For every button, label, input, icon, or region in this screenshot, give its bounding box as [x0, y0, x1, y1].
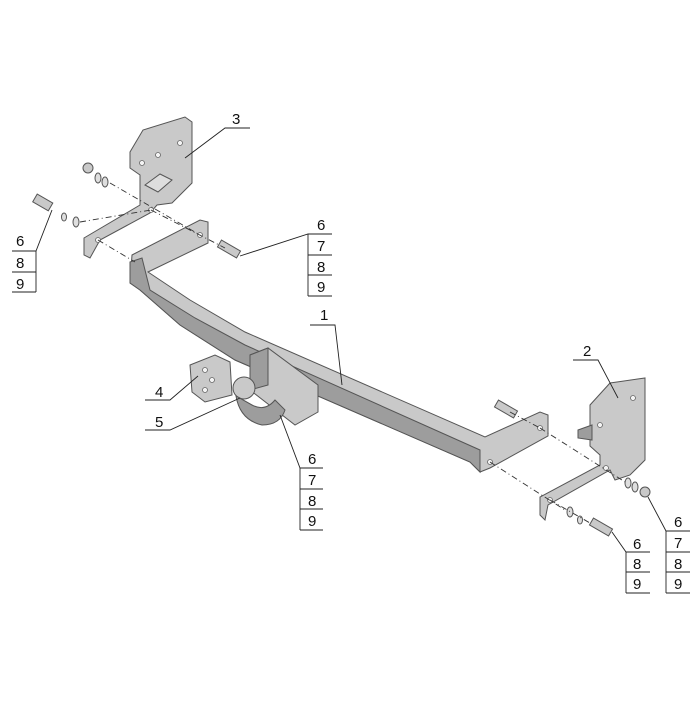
stack-label: 9 [633, 576, 641, 593]
stack-label: 9 [317, 279, 325, 296]
stack-label: 9 [16, 276, 24, 293]
stack-label: 9 [308, 513, 316, 530]
fasteners [32, 162, 651, 537]
callout-stack-ball-mount-bolt: 6 7 8 9 [279, 414, 323, 531]
callout-label: 3 [232, 111, 240, 128]
stack-label: 6 [633, 536, 641, 553]
stack-label: 7 [674, 535, 682, 552]
bracket-left-part-3 [83, 116, 193, 259]
stack-label: 7 [308, 472, 316, 489]
assembly-center-lines [79, 182, 626, 524]
callout-label: 4 [155, 384, 163, 401]
stack-label: 8 [633, 556, 641, 573]
callout-part-4: 4 [145, 375, 199, 401]
stack-label: 8 [308, 493, 316, 510]
callout-part-1: 1 [310, 307, 343, 386]
stack-label: 8 [674, 556, 682, 573]
callout-stack-top-center-bolt: 6 7 8 9 [239, 217, 332, 297]
callout-part-2: 2 [573, 343, 619, 399]
stack-label: 8 [317, 259, 325, 276]
crossbar-part-1 [129, 219, 549, 474]
callout-part-3: 3 [184, 111, 250, 159]
tow-ball-part-5 [232, 376, 286, 426]
stack-label: 6 [308, 451, 316, 468]
callout-label: 1 [320, 307, 328, 324]
ball-mount-part-4 [189, 347, 319, 426]
stack-label: 8 [16, 255, 24, 272]
callout-part-5: 5 [145, 397, 241, 431]
stack-label: 7 [317, 238, 325, 255]
callout-label: 2 [583, 343, 591, 360]
callout-stack-right-nut: 6 7 8 9 [647, 496, 690, 594]
callout-label: 5 [155, 414, 163, 431]
callout-stack-right-bolt: 6 8 9 [611, 531, 650, 594]
stack-label: 6 [16, 233, 24, 250]
stack-label: 6 [674, 514, 682, 531]
callout-stack-left-bolt: 6 8 9 [12, 209, 53, 293]
bracket-right-part-2 [539, 377, 646, 522]
stack-label: 6 [317, 217, 325, 234]
stack-label: 9 [674, 576, 682, 593]
